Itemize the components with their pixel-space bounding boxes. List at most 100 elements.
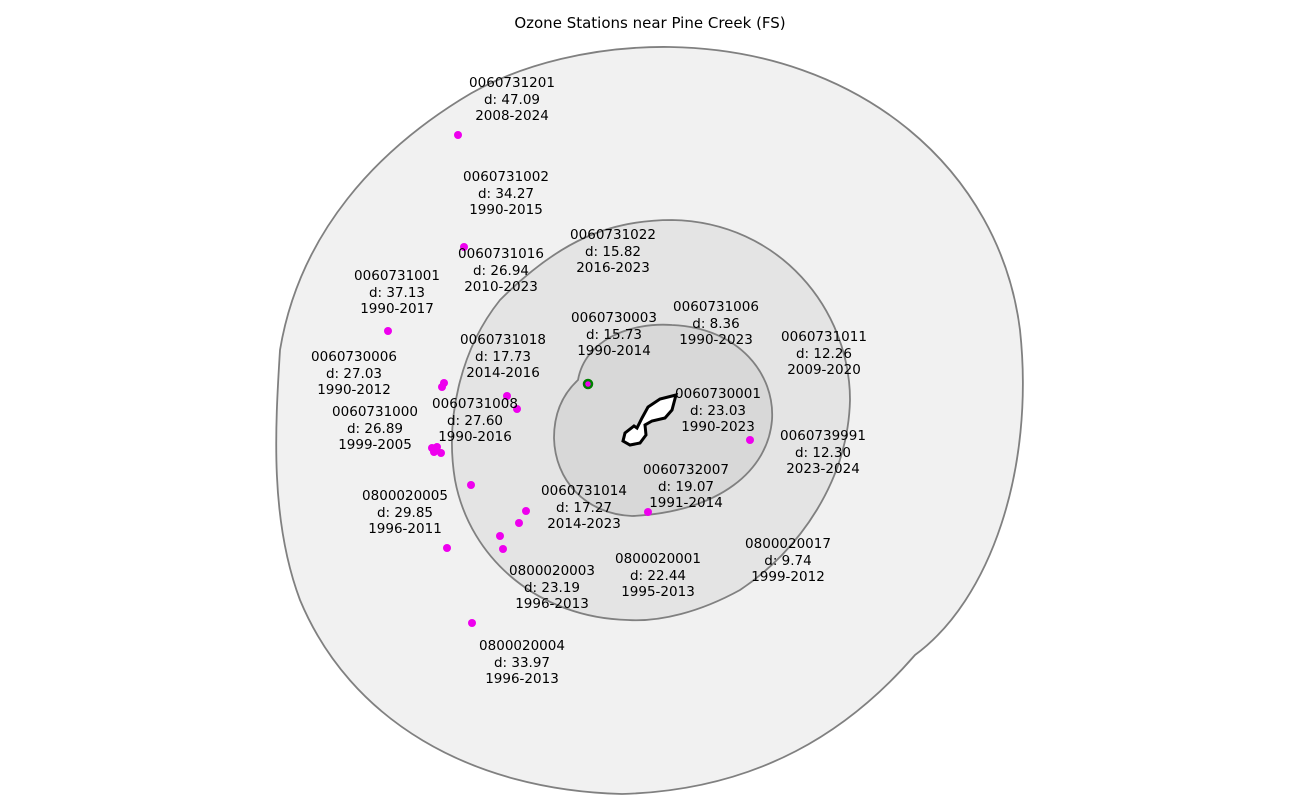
station-id: 0060731011 — [781, 329, 867, 345]
station-years: 2014-2016 — [466, 365, 540, 381]
station-id: 0060731008 — [432, 396, 518, 412]
station-id: 0800020003 — [509, 563, 595, 579]
station-years: 1996-2011 — [368, 521, 442, 537]
station-marker — [513, 405, 521, 413]
station-dist: d: 27.60 — [446, 412, 504, 429]
station-years: 1999-2012 — [751, 569, 825, 585]
station-marker — [467, 481, 475, 489]
station-id: 0800020017 — [745, 536, 831, 552]
station-id: 0060731022 — [570, 227, 656, 243]
station-id: 0060731001 — [354, 268, 440, 284]
station-years: 2023-2024 — [786, 461, 860, 477]
station-dist: d: 26.94 — [472, 262, 530, 279]
station-dist: d: 33.97 — [493, 654, 551, 671]
station-marker — [746, 436, 754, 444]
station-marker — [384, 327, 392, 335]
station-id: 0800020001 — [615, 551, 701, 567]
station-years: 2014-2023 — [547, 516, 621, 532]
station-years: 1990-2014 — [577, 343, 651, 359]
station-id: 0060731018 — [460, 332, 546, 348]
station-dist: d: 17.73 — [474, 348, 532, 365]
station-marker — [644, 508, 652, 516]
station-dist: d: 34.27 — [477, 185, 535, 202]
station-dist: d: 27.03 — [325, 365, 383, 382]
station-id: 0060731000 — [332, 404, 418, 420]
station-years: 1990-2023 — [679, 332, 753, 348]
station-dist: d: 12.30 — [794, 444, 852, 461]
station-dist: d: 23.03 — [689, 402, 747, 419]
station-dist: d: 26.89 — [346, 420, 404, 437]
pine-creek-boundary — [621, 392, 679, 447]
station-marker — [522, 507, 530, 515]
station-id: 0060732007 — [643, 462, 729, 478]
station-years: 1990-2017 — [360, 301, 434, 317]
station-marker — [499, 545, 507, 553]
station-years: 1990-2012 — [317, 382, 391, 398]
nearest-station-marker — [582, 378, 594, 390]
station-dist: d: 22.44 — [629, 567, 687, 584]
station-id: 0800020004 — [479, 638, 565, 654]
station-marker — [454, 131, 462, 139]
station-id: 0060730003 — [571, 310, 657, 326]
station-marker — [443, 544, 451, 552]
station-id: 0060730001 — [675, 386, 761, 402]
station-marker — [503, 392, 511, 400]
station-dist: d: 12.26 — [795, 345, 853, 362]
station-id: 0800020005 — [362, 488, 448, 504]
station-marker — [430, 448, 438, 456]
station-id: 0060731006 — [673, 299, 759, 315]
station-years: 1990-2023 — [681, 419, 755, 435]
station-marker — [438, 383, 446, 391]
station-marker — [496, 532, 504, 540]
station-years: 1995-2013 — [621, 584, 695, 600]
station-dist: d: 8.36 — [692, 315, 740, 332]
station-id: 0060731002 — [463, 169, 549, 185]
station-years: 1996-2013 — [485, 671, 559, 687]
station-years: 1990-2015 — [469, 202, 543, 218]
station-id: 0060731016 — [458, 246, 544, 262]
station-marker — [437, 449, 445, 457]
station-dist: d: 37.13 — [368, 284, 426, 301]
station-marker — [515, 519, 523, 527]
station-dist: d: 15.73 — [585, 326, 643, 343]
station-years: 1999-2005 — [338, 437, 412, 453]
station-years: 2008-2024 — [475, 108, 549, 124]
station-dist: d: 17.27 — [555, 499, 613, 516]
station-id: 0060739991 — [780, 428, 866, 444]
station-dist: d: 9.74 — [764, 552, 812, 569]
station-years: 1996-2013 — [515, 596, 589, 612]
station-dist: d: 47.09 — [483, 91, 541, 108]
station-years: 1990-2016 — [438, 429, 512, 445]
station-id: 0060731201 — [469, 75, 555, 91]
station-years: 2010-2023 — [464, 279, 538, 295]
station-years: 1991-2014 — [649, 495, 723, 511]
station-years: 2016-2023 — [576, 260, 650, 276]
station-id: 0060731014 — [541, 483, 627, 499]
station-dist: d: 19.07 — [657, 478, 715, 495]
station-marker — [460, 243, 468, 251]
station-dist: d: 23.19 — [523, 579, 581, 596]
station-dist: d: 15.82 — [584, 243, 642, 260]
